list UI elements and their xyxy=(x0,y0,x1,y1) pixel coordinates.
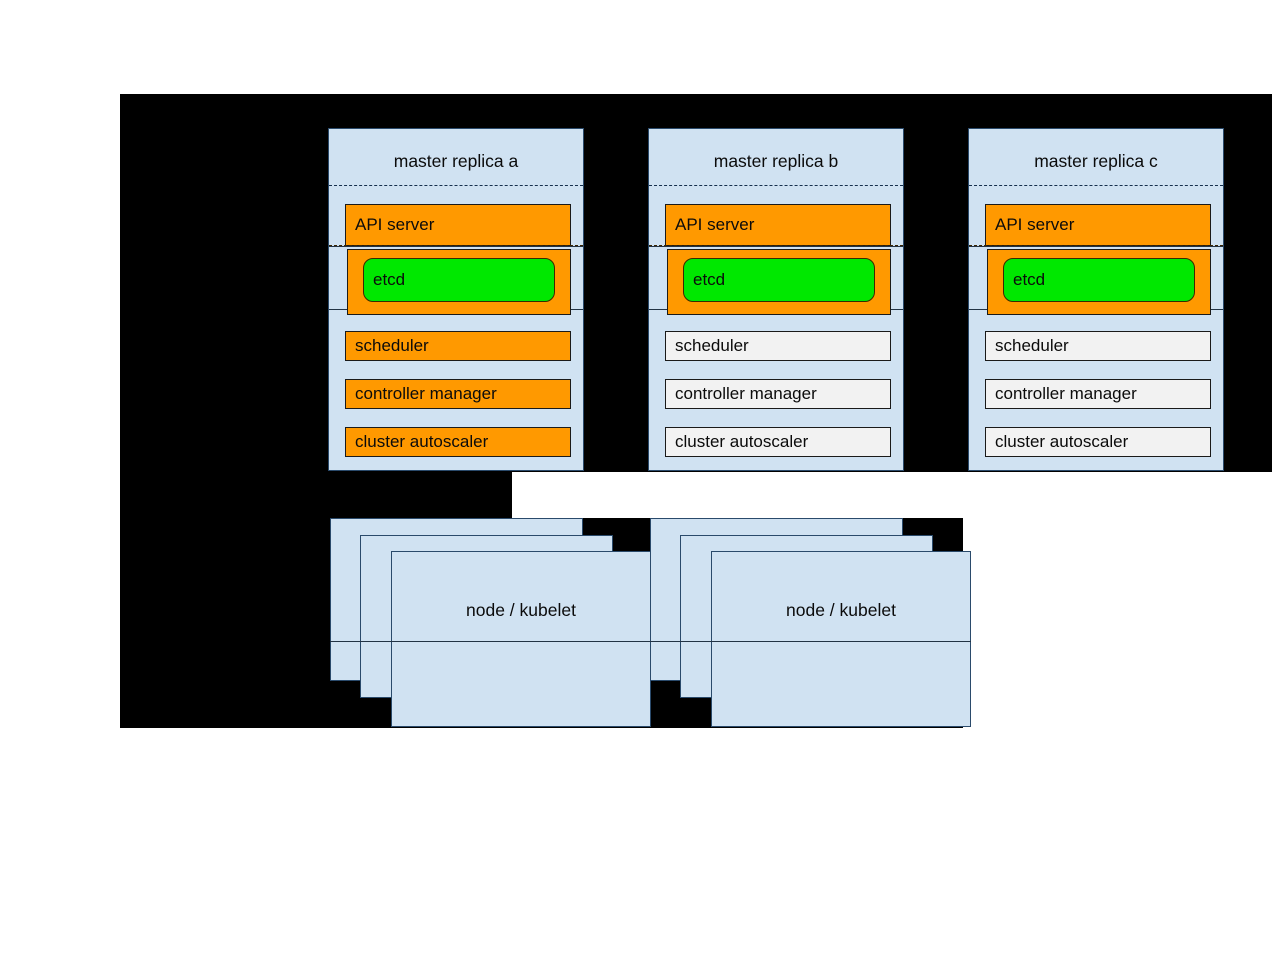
replica-b-component-cluster-autoscaler[interactable]: cluster autoscaler xyxy=(665,427,891,457)
replica-b-band-top xyxy=(649,246,903,247)
node-group-1-front[interactable]: node / kubelet xyxy=(391,551,651,727)
replica-c-band-top xyxy=(969,246,1223,247)
master-replica-c-title: master replica c xyxy=(1034,151,1158,171)
backdrop-gap xyxy=(512,472,963,518)
replica-a-divider-api xyxy=(329,245,583,246)
replica-a-api-server[interactable]: API server xyxy=(345,204,571,246)
replica-a-component-cluster-autoscaler[interactable]: cluster autoscaler xyxy=(345,427,571,457)
master-replica-b-card[interactable]: master replica b API server etcd schedul… xyxy=(648,128,904,471)
replica-a-divider-top xyxy=(329,185,583,186)
master-replica-a-card[interactable]: master replica a API server etcd schedul… xyxy=(328,128,584,471)
master-replica-a-title: master replica a xyxy=(393,151,519,171)
replica-a-component-scheduler[interactable]: scheduler xyxy=(345,331,571,361)
replica-a-etcd[interactable]: etcd xyxy=(363,258,555,302)
replica-b-api-server[interactable]: API server xyxy=(665,204,891,246)
replica-b-divider-top xyxy=(649,185,903,186)
node-band-separator-2 xyxy=(650,641,971,642)
node-band-separator-1 xyxy=(330,641,651,642)
replica-b-component-scheduler[interactable]: scheduler xyxy=(665,331,891,361)
replica-b-divider-api xyxy=(649,245,903,246)
replica-b-etcd[interactable]: etcd xyxy=(683,258,875,302)
replica-c-divider-api xyxy=(969,245,1223,246)
master-replica-c-card[interactable]: master replica c API server etcd schedul… xyxy=(968,128,1224,471)
master-replica-b-title: master replica b xyxy=(713,151,839,171)
replica-a-component-controller-manager[interactable]: controller manager xyxy=(345,379,571,409)
replica-a-band-top xyxy=(329,246,583,247)
replica-c-api-server[interactable]: API server xyxy=(985,204,1211,246)
replica-c-etcd[interactable]: etcd xyxy=(1003,258,1195,302)
replica-b-component-controller-manager[interactable]: controller manager xyxy=(665,379,891,409)
node-group-2-front[interactable]: node / kubelet xyxy=(711,551,971,727)
replica-c-component-controller-manager[interactable]: controller manager xyxy=(985,379,1211,409)
replica-c-divider-top xyxy=(969,185,1223,186)
replica-c-component-cluster-autoscaler[interactable]: cluster autoscaler xyxy=(985,427,1211,457)
replica-c-component-scheduler[interactable]: scheduler xyxy=(985,331,1211,361)
